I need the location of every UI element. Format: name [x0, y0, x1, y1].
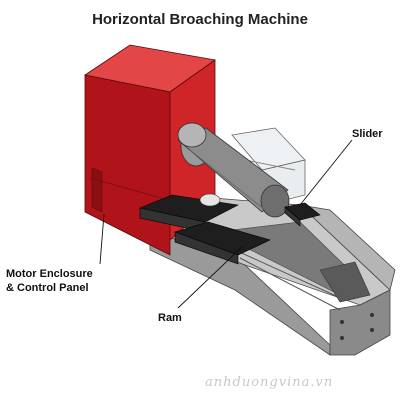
ram-assembly [138, 193, 271, 265]
slider-block [284, 202, 321, 227]
motor-label-line2: & Control Panel [6, 282, 89, 294]
broach-cylinder [177, 122, 290, 218]
motor-leader-line [99, 213, 105, 265]
ram-label: Ram [158, 312, 182, 324]
slider-leader-line [299, 139, 353, 206]
ram-leader-line [177, 245, 244, 309]
diagram-title: Horizontal Broaching Machine [92, 11, 308, 28]
motor-label-line1: Motor Enclosure [6, 268, 93, 280]
watermark: anhduongvina.vn [205, 375, 334, 390]
slider-label: Slider [352, 128, 383, 140]
